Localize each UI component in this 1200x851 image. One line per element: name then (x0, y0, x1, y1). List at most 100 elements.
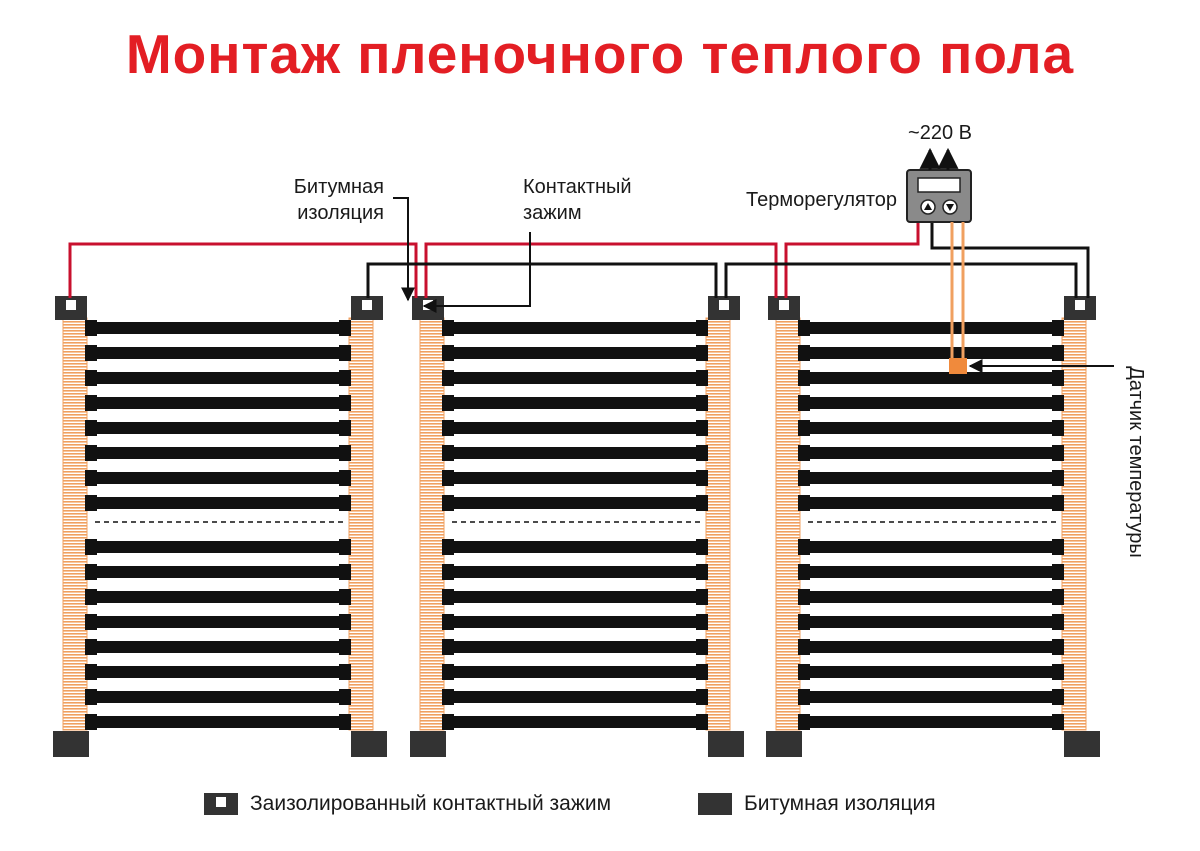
strip-end (85, 395, 97, 411)
arrow-icon (393, 197, 415, 302)
heating-strip (442, 566, 708, 578)
heating-strip (85, 347, 351, 359)
heating-strip (442, 447, 708, 459)
heating-strip (85, 322, 351, 334)
heating-strip (798, 716, 1064, 728)
bitumen-insulation (351, 731, 387, 757)
legend-item-clamp: Заизолированный контактный зажим (204, 792, 611, 815)
red-wire (68, 222, 920, 298)
strip-end (696, 345, 708, 361)
bitumen-insulation (1064, 731, 1100, 757)
strip-end (1052, 345, 1064, 361)
strip-end (442, 370, 454, 386)
strip-end (85, 470, 97, 486)
heating-strip (85, 422, 351, 434)
thermostat-label: Терморегулятор (746, 189, 897, 211)
heating-strip (798, 616, 1064, 628)
strip-end (1052, 664, 1064, 680)
heating-strip (798, 497, 1064, 509)
strip-end (442, 714, 454, 730)
film-panel (766, 296, 1100, 757)
legend-item-bitumen: Битумная изоляция (698, 792, 936, 815)
heating-strip (85, 616, 351, 628)
strip-end (442, 614, 454, 630)
strip-end (339, 564, 351, 580)
heating-strip (442, 422, 708, 434)
strip-end (339, 714, 351, 730)
heating-strip (442, 347, 708, 359)
heating-strip (85, 691, 351, 703)
legend: Заизолированный контактный зажим Битумна… (204, 792, 936, 815)
strip-end (1052, 470, 1064, 486)
strip-end (85, 445, 97, 461)
heating-strip (798, 666, 1064, 678)
strip-end (696, 445, 708, 461)
heating-strip (442, 691, 708, 703)
strip-end (696, 564, 708, 580)
strip-end (442, 664, 454, 680)
strip-end (798, 345, 810, 361)
heating-strip (798, 691, 1064, 703)
contact-clamp-label: Контактный (523, 176, 632, 198)
strip-end (1052, 639, 1064, 655)
heating-strip (798, 322, 1064, 334)
strip-end (798, 689, 810, 705)
strip-end (798, 539, 810, 555)
copper-busbar-left (419, 317, 445, 731)
heating-strip (85, 641, 351, 653)
arrow-icon (422, 232, 531, 313)
legend-bitumen-text: Битумная изоляция (744, 792, 936, 815)
clamp-contact (1075, 300, 1085, 310)
strip-end (339, 495, 351, 511)
strip-end (1052, 370, 1064, 386)
strip-end (442, 445, 454, 461)
strip-end (696, 664, 708, 680)
heating-strip (85, 447, 351, 459)
heating-strip (85, 497, 351, 509)
copper-busbar-right (1061, 317, 1087, 731)
heating-strip (442, 541, 708, 553)
strip-end (696, 714, 708, 730)
strip-end (442, 539, 454, 555)
clamp-contact (779, 300, 789, 310)
strip-end (442, 589, 454, 605)
strip-end (339, 689, 351, 705)
strip-end (85, 639, 97, 655)
heating-strip (798, 422, 1064, 434)
heating-strip (442, 716, 708, 728)
heating-strip (442, 666, 708, 678)
heating-strip (85, 372, 351, 384)
strip-end (798, 370, 810, 386)
strip-end (798, 495, 810, 511)
legend-clamp-text: Заизолированный контактный зажим (250, 792, 611, 815)
strip-end (696, 614, 708, 630)
strip-end (798, 420, 810, 436)
heating-strip (442, 322, 708, 334)
strip-end (798, 470, 810, 486)
heating-strip (85, 591, 351, 603)
strip-end (1052, 320, 1064, 336)
strip-end (85, 320, 97, 336)
strip-end (442, 495, 454, 511)
bitumen-insulation-label: Битумная (294, 176, 384, 198)
strip-end (85, 689, 97, 705)
strip-end (798, 320, 810, 336)
strip-end (798, 664, 810, 680)
strip-end (798, 589, 810, 605)
strip-end (339, 639, 351, 655)
strip-end (85, 370, 97, 386)
strip-end (1052, 539, 1064, 555)
temperature-sensor (949, 222, 967, 374)
strip-end (339, 420, 351, 436)
heating-strip (442, 591, 708, 603)
clamp-contact (719, 300, 729, 310)
heating-strip (798, 591, 1064, 603)
heating-strip (85, 566, 351, 578)
temperature-sensor-label: Датчик температуры (1125, 366, 1147, 558)
strip-end (85, 589, 97, 605)
black-wire (366, 222, 1090, 298)
heating-strip (798, 372, 1064, 384)
strip-end (85, 664, 97, 680)
bitumen-insulation (708, 731, 744, 757)
